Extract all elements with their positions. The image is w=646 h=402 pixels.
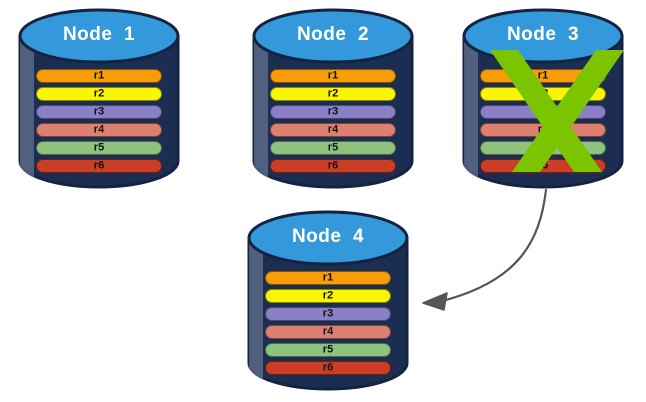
record-row[interactable]: r5 bbox=[480, 141, 606, 155]
arrowhead-icon bbox=[422, 292, 448, 311]
record-row[interactable]: r5 bbox=[265, 343, 391, 357]
record-row[interactable]: r5 bbox=[36, 141, 162, 155]
record-row[interactable]: r3 bbox=[265, 307, 391, 321]
record-label: r3 bbox=[537, 105, 549, 118]
record-label: r2 bbox=[93, 87, 105, 100]
record-label: r1 bbox=[93, 69, 105, 82]
record-row[interactable]: r4 bbox=[265, 325, 391, 339]
record-label: r4 bbox=[537, 123, 549, 136]
record-row[interactable]: r4 bbox=[270, 123, 396, 137]
record-list-2: r1 r2 r3 r4 r5 r6 bbox=[270, 69, 396, 173]
record-label: r3 bbox=[327, 105, 339, 118]
record-label: r6 bbox=[322, 361, 334, 374]
node-cylinder-3[interactable]: Node 3 r1 r2 r3 r4 r5 r6 bbox=[458, 6, 628, 191]
record-row[interactable]: r2 bbox=[270, 87, 396, 101]
record-label: r2 bbox=[322, 289, 334, 302]
record-label: r5 bbox=[93, 141, 105, 154]
record-label: r2 bbox=[537, 87, 549, 100]
record-label: r1 bbox=[537, 69, 549, 82]
record-row[interactable]: r1 bbox=[270, 69, 396, 83]
record-label: r4 bbox=[327, 123, 339, 136]
record-row[interactable]: r6 bbox=[36, 159, 162, 173]
record-label: r5 bbox=[327, 141, 339, 154]
record-row[interactable]: r4 bbox=[480, 123, 606, 137]
record-row[interactable]: r6 bbox=[480, 159, 606, 173]
record-label: r6 bbox=[93, 159, 105, 172]
record-row[interactable]: r3 bbox=[270, 105, 396, 119]
record-row[interactable]: r1 bbox=[36, 69, 162, 83]
record-label: r4 bbox=[322, 325, 334, 338]
record-row[interactable]: r1 bbox=[265, 271, 391, 285]
record-label: r3 bbox=[322, 307, 334, 320]
record-label: r1 bbox=[327, 69, 339, 82]
record-row[interactable]: r6 bbox=[270, 159, 396, 173]
record-row[interactable]: r2 bbox=[36, 87, 162, 101]
record-label: r1 bbox=[322, 271, 334, 284]
record-label: r5 bbox=[322, 343, 334, 356]
node-cylinder-1[interactable]: Node 1 r1 r2 r3 r4 r5 r6 bbox=[14, 6, 184, 191]
record-row[interactable]: r6 bbox=[265, 361, 391, 375]
record-row[interactable]: r4 bbox=[36, 123, 162, 137]
record-list-1: r1 r2 r3 r4 r5 r6 bbox=[36, 69, 162, 173]
record-row[interactable]: r1 bbox=[480, 69, 606, 83]
record-label: r6 bbox=[327, 159, 339, 172]
record-list-3: r1 r2 r3 r4 r5 r6 bbox=[480, 69, 606, 173]
record-label: r3 bbox=[93, 105, 105, 118]
record-row[interactable]: r2 bbox=[480, 87, 606, 101]
record-label: r5 bbox=[537, 141, 549, 154]
node-cylinder-4[interactable]: Node 4 r1 r2 r3 r4 r5 r6 bbox=[243, 208, 413, 393]
record-row[interactable]: r3 bbox=[480, 105, 606, 119]
record-row[interactable]: r5 bbox=[270, 141, 396, 155]
record-row[interactable]: r2 bbox=[265, 289, 391, 303]
record-label: r2 bbox=[327, 87, 339, 100]
record-row[interactable]: r3 bbox=[36, 105, 162, 119]
node-cylinder-2[interactable]: Node 2 r1 r2 r3 r4 r5 r6 bbox=[248, 6, 418, 191]
record-label: r6 bbox=[537, 159, 549, 172]
record-list-4: r1 r2 r3 r4 r5 r6 bbox=[265, 271, 391, 375]
record-label: r4 bbox=[93, 123, 105, 136]
